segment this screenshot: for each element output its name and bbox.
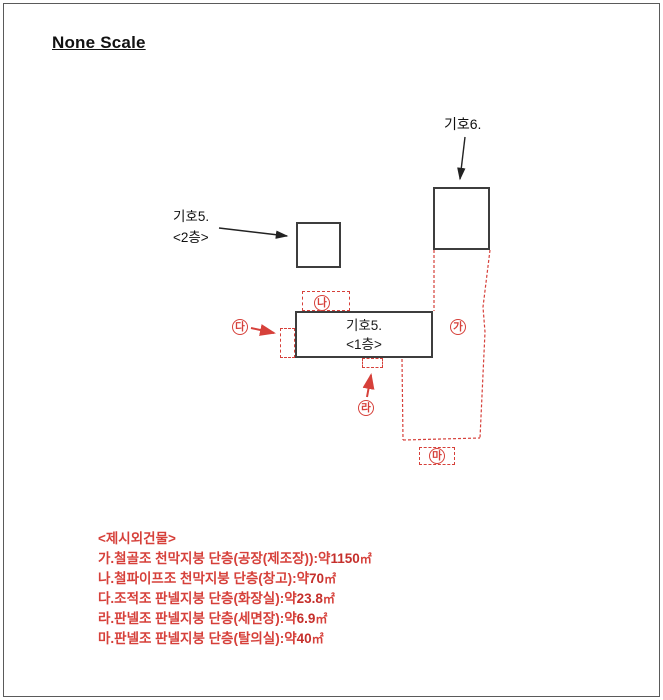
annex-ra-outline <box>362 358 383 368</box>
marker-ga-badge: 가 <box>450 319 466 335</box>
legend-item-value: 6.9 <box>296 611 316 626</box>
building-5-1f-outline: 기호5. <1층> <box>295 311 433 358</box>
annex-na-outline <box>302 291 350 311</box>
building-6-label: 기호6. <box>444 116 482 132</box>
legend-item: 나.철파이프조 천막지붕 단층(창고):약70㎡ <box>98 569 372 589</box>
legend-item-unit: ㎡ <box>311 632 324 646</box>
annex-da-outline <box>280 328 295 358</box>
legend-item: 라.판넬조 판넬지붕 단층(세면장):약6.9㎡ <box>98 609 372 629</box>
legend-item: 가.철골조 천막지붕 단층(공장(제조장)):약1150㎡ <box>98 549 372 569</box>
page-title: None Scale <box>52 33 146 52</box>
building-5-2f-label-name: 기호5. <box>173 209 210 224</box>
building-5-2f-label: 기호5. <2층> <box>173 206 209 248</box>
building-5-1f-name: 기호5. <box>345 317 383 333</box>
legend-item-unit: ㎡ <box>324 572 337 586</box>
building-5-1f-floor: <1층> <box>346 336 382 352</box>
legend-item-unit: ㎡ <box>315 612 328 626</box>
legend-item-value: 70 <box>309 571 325 586</box>
legend-item-value: 23.8 <box>296 591 323 606</box>
legend-item-value: 40 <box>296 631 312 646</box>
legend-item-label: 나.철파이프조 천막지붕 단층(창고):약 <box>98 571 310 586</box>
legend-item-label: 다.조적조 판넬지붕 단층(화장실):약 <box>98 591 297 606</box>
building-6-outline <box>433 187 490 250</box>
building-5-2f-label-floor: <2층> <box>173 230 209 245</box>
page-border <box>3 3 660 697</box>
marker-ma-box <box>419 447 455 465</box>
legend-item-unit: ㎡ <box>322 592 335 606</box>
legend-header: <제시외건물> <box>98 531 176 546</box>
marker-ma-badge: 마 <box>429 448 445 464</box>
legend: <제시외건물> 가.철골조 천막지붕 단층(공장(제조장)):약1150㎡ 나.… <box>98 529 372 649</box>
legend-item-label: 가.철골조 천막지붕 단층(공장(제조장)):약 <box>98 551 331 566</box>
building-5-2f-outline <box>296 222 341 268</box>
legend-item: 마.판넬조 판넬지붕 단층(탈의실):약40㎡ <box>98 629 372 649</box>
legend-item-label: 라.판넬조 판넬지붕 단층(세면장):약 <box>98 611 297 626</box>
legend-item-unit: ㎡ <box>359 552 372 566</box>
marker-ra-badge: 라 <box>358 400 374 416</box>
legend-item: 다.조적조 판넬지붕 단층(화장실):약23.8㎡ <box>98 589 372 609</box>
legend-item-value: 1150 <box>330 551 360 566</box>
legend-item-label: 마.판넬조 판넬지붕 단층(탈의실):약 <box>98 631 297 646</box>
marker-da-badge: 다 <box>232 319 248 335</box>
marker-na-badge: 나 <box>314 295 330 311</box>
